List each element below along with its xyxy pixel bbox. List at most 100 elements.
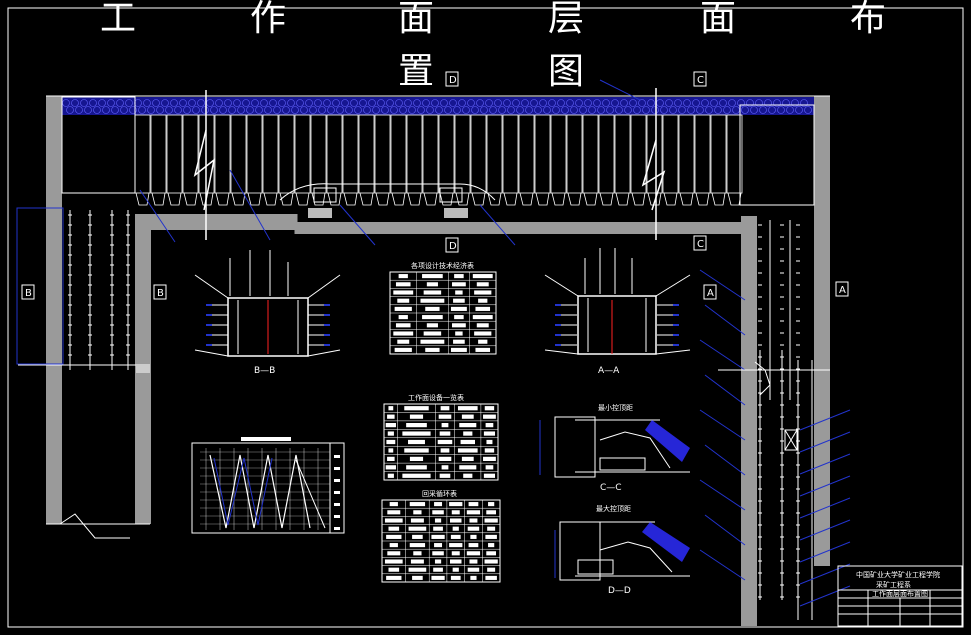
table-cell-text bbox=[434, 559, 442, 564]
table-cell-text bbox=[474, 331, 492, 336]
gob-rock bbox=[314, 99, 322, 107]
shield-base bbox=[455, 192, 470, 206]
gob-rock bbox=[399, 106, 407, 114]
table-cell-text bbox=[437, 439, 453, 445]
gob-rock bbox=[224, 99, 232, 107]
table-cell-text bbox=[395, 323, 411, 328]
table-cell-text bbox=[409, 543, 426, 548]
gob-rock bbox=[237, 106, 245, 114]
table-cell-text bbox=[397, 298, 410, 303]
shield-base bbox=[471, 192, 486, 206]
gob-rock bbox=[503, 99, 511, 107]
table-cell-text bbox=[389, 543, 398, 548]
table-cell-text bbox=[484, 448, 495, 453]
cycle-legend-mark bbox=[334, 503, 340, 506]
table-cell-text bbox=[408, 526, 427, 531]
gob-rock bbox=[210, 106, 218, 114]
shield-base bbox=[599, 192, 614, 206]
table-cell-text bbox=[487, 526, 496, 531]
table-cell-text bbox=[433, 567, 443, 572]
table-cell-text bbox=[483, 431, 496, 436]
shield-support bbox=[374, 114, 391, 194]
shield-support bbox=[550, 114, 567, 194]
table-cell-text bbox=[463, 431, 473, 436]
shield-support bbox=[310, 114, 327, 194]
shield-base bbox=[423, 192, 438, 206]
title-block-drawing: 工作面层面布置图 bbox=[872, 589, 928, 598]
leader-line bbox=[704, 374, 746, 406]
gob-rock bbox=[372, 106, 380, 114]
table-cell-text bbox=[484, 559, 498, 564]
gob-rock bbox=[597, 106, 605, 114]
gob-rock bbox=[723, 106, 731, 114]
gob-rock bbox=[341, 99, 349, 107]
svg-text:C: C bbox=[697, 239, 704, 250]
table-cell-text bbox=[452, 323, 466, 328]
gob-rock bbox=[183, 106, 191, 114]
shield-support bbox=[214, 114, 231, 194]
shield-support bbox=[534, 114, 551, 194]
table-cell-text bbox=[488, 502, 495, 507]
gob-rock bbox=[228, 106, 236, 114]
table-cell-text bbox=[434, 518, 442, 523]
section-marker-mid-d: D bbox=[445, 237, 459, 253]
table-cell-text bbox=[484, 406, 495, 411]
shield-base bbox=[487, 192, 502, 206]
shield-support bbox=[470, 114, 487, 194]
table-cell-text bbox=[486, 510, 497, 515]
shield-support bbox=[326, 114, 343, 194]
table-cell-text bbox=[387, 431, 394, 436]
table-cell-text bbox=[432, 510, 444, 515]
table-cell-text bbox=[433, 526, 443, 531]
shield-support bbox=[246, 114, 263, 194]
gob-rock bbox=[102, 106, 110, 114]
gob-rock bbox=[507, 106, 515, 114]
gob-rock bbox=[579, 106, 587, 114]
gob-rock bbox=[786, 106, 794, 114]
gob-rock bbox=[705, 106, 713, 114]
gob-rock bbox=[336, 106, 344, 114]
shield-support bbox=[262, 114, 279, 194]
title-char: 作 bbox=[250, 0, 286, 39]
shield-support bbox=[390, 114, 407, 194]
shield-base bbox=[247, 192, 262, 206]
table-cell-text bbox=[387, 551, 401, 556]
table-cell-text bbox=[434, 543, 443, 548]
table-cell-text bbox=[385, 465, 396, 470]
shield-support bbox=[614, 114, 631, 194]
gob-rock bbox=[570, 106, 578, 114]
gob-rock bbox=[665, 99, 673, 107]
gob-rock bbox=[215, 99, 223, 107]
gob-rock bbox=[93, 106, 101, 114]
table-cell-text bbox=[440, 406, 450, 411]
gob-rock bbox=[138, 106, 146, 114]
shield-support bbox=[342, 114, 359, 194]
table-cell-text bbox=[468, 502, 479, 507]
shield-support bbox=[598, 114, 615, 194]
title-char: 图 bbox=[548, 51, 584, 92]
svg-text:B: B bbox=[157, 288, 164, 299]
leader-line bbox=[799, 409, 851, 431]
gob-rock bbox=[174, 106, 182, 114]
table-cell-text bbox=[402, 473, 431, 478]
gob-rock bbox=[521, 99, 529, 107]
leader-line bbox=[699, 549, 746, 581]
gob-rock bbox=[111, 106, 119, 114]
table-cell-text bbox=[485, 575, 497, 580]
gob-rock bbox=[143, 99, 151, 107]
table-cell-text bbox=[463, 473, 473, 478]
gob-rock bbox=[282, 106, 290, 114]
table-cell-text bbox=[387, 473, 394, 478]
table-cell-text bbox=[484, 518, 498, 523]
title-char: 层 bbox=[548, 0, 584, 39]
gob-rock bbox=[323, 99, 331, 107]
leader-line bbox=[704, 444, 746, 476]
leader-line bbox=[799, 541, 851, 563]
gob-rock bbox=[381, 106, 389, 114]
gob-rock bbox=[296, 99, 304, 107]
gob-rock bbox=[363, 106, 371, 114]
table-title: 工作面设备一览表 bbox=[408, 393, 464, 402]
table-cell-text bbox=[423, 290, 442, 295]
shield-support bbox=[694, 114, 711, 194]
gob-rock bbox=[534, 106, 542, 114]
